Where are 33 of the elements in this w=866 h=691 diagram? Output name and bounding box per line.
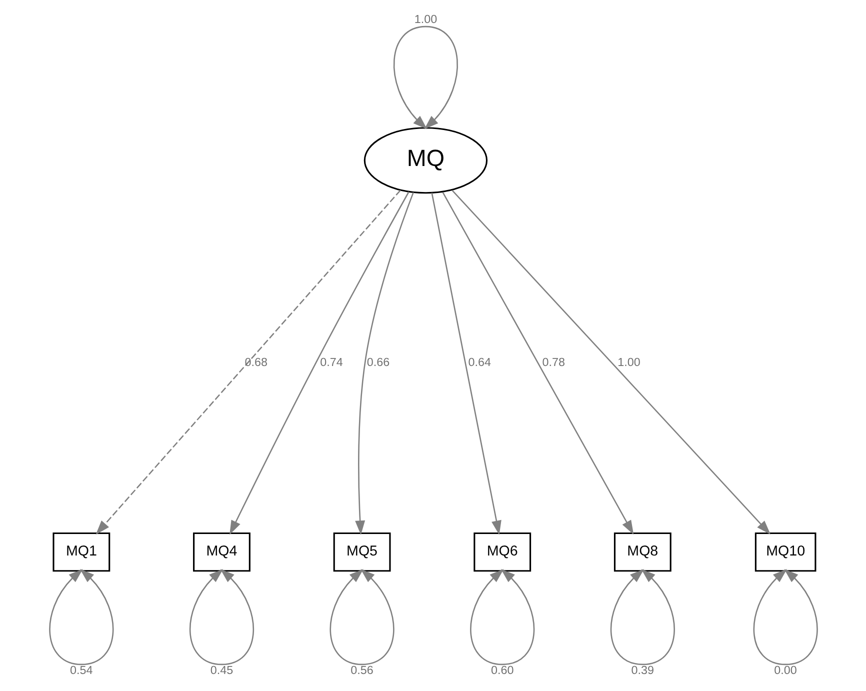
edge-label: 0.66 bbox=[366, 356, 390, 369]
edge-label: 0.00 bbox=[774, 664, 796, 677]
arrow bbox=[442, 192, 634, 535]
arrow bbox=[470, 568, 534, 666]
arrow bbox=[354, 192, 414, 535]
arrow bbox=[430, 192, 501, 535]
node-box: MQ4 bbox=[192, 532, 250, 572]
arrow bbox=[393, 26, 458, 130]
arrow bbox=[48, 568, 114, 666]
edge-label: 0.74 bbox=[320, 356, 342, 369]
node-box: MQ1 bbox=[52, 532, 110, 572]
edge-label: 0.78 bbox=[542, 356, 565, 369]
arrow bbox=[451, 190, 770, 535]
node-box: MQ6 bbox=[473, 532, 531, 572]
edge-label: 0.39 bbox=[630, 664, 654, 677]
arrow bbox=[329, 568, 394, 666]
edge-label: 0.68 bbox=[244, 356, 268, 369]
edge-label: 0.60 bbox=[490, 664, 514, 677]
edge-label: 1.00 bbox=[414, 12, 437, 26]
edge-label: 1.00 bbox=[617, 356, 640, 369]
edge-label: 0.45 bbox=[210, 664, 233, 677]
edge-label: 0.56 bbox=[350, 664, 373, 677]
node-box: MQ5 bbox=[332, 532, 390, 572]
arrow bbox=[189, 568, 254, 666]
edge-label: 0.64 bbox=[468, 356, 490, 369]
arrow bbox=[610, 568, 674, 666]
node-box: MQ10 bbox=[754, 532, 816, 572]
edge-label: 0.54 bbox=[70, 664, 92, 677]
arrow bbox=[95, 190, 400, 535]
arrow bbox=[229, 192, 409, 535]
node-ellipse: MQ bbox=[363, 127, 488, 194]
node-box: MQ8 bbox=[613, 532, 671, 572]
arrow bbox=[752, 568, 818, 666]
